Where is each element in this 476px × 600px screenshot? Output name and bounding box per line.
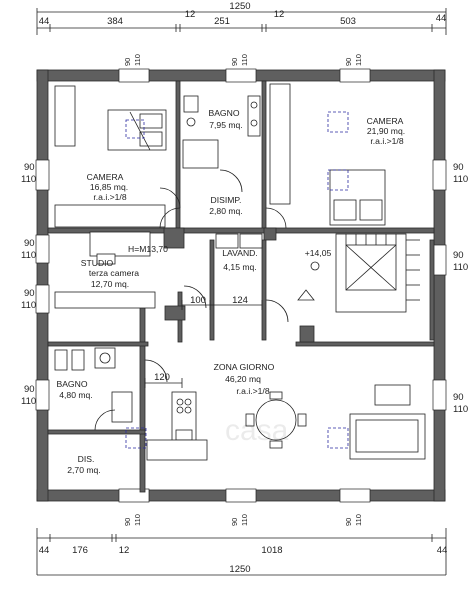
stairs [297,233,420,313]
win-top-2-a: 90 [230,58,239,66]
bed-right [269,83,386,226]
win-left-2-a: 90 [24,238,35,249]
room-zona-giorno-name: ZONA GIORNO [214,362,275,372]
sofa [125,384,426,460]
bed-left [107,109,167,151]
dim-120: 120 [154,372,170,383]
room-camera-left-name: CAMERA [87,172,124,182]
dim-100: 100 [190,295,206,306]
top-dimension-lines [36,8,447,35]
dim-124: 124 [232,295,248,306]
win-bottom-1-a: 90 [123,518,132,526]
laundry-fixtures [215,233,263,249]
dim-top-seg-5: 12 [274,9,285,20]
room-studio-sub: terza camera [89,268,139,278]
doors [94,169,289,431]
level-annotation: +14,05 [305,248,332,258]
win-left-1-a: 90 [24,162,35,173]
interior-walls [47,80,435,493]
room-disimp-area: 2,80 mq. [209,206,242,216]
kitchen-fixtures [146,391,208,461]
dim-top-seg-3: 12 [185,9,196,20]
win-left-4-a: 90 [24,384,35,395]
room-lavand-name: LAVAND. [222,248,258,258]
wardrobe-left [54,85,166,228]
win-right-2-a: 90 [453,250,464,261]
win-right-1-a: 90 [453,162,464,173]
win-left-2-b: 110 [21,250,36,261]
bath-bottom-fixtures [54,347,133,423]
win-bottom-2-a: 90 [230,518,239,526]
win-top-3-a: 90 [344,58,353,66]
room-studio-name: STUDIO [81,258,114,268]
room-bagno-top-area: 7,95 mq. [209,120,242,130]
dim-top-seg-2: 384 [107,16,123,27]
win-left-4-b: 110 [21,396,36,407]
win-top-3-b: 110 [354,54,363,66]
win-left-3-b: 110 [21,300,36,311]
studio-desk [54,231,156,309]
win-bottom-3-b: 110 [354,514,363,526]
dim-top-seg-7: 44 [436,13,447,24]
room-bagno-bottom-name: BAGNO [56,379,87,389]
win-left-1-b: 110 [21,174,36,185]
dim-bottom-total: 1250 [229,564,250,575]
win-left-3-a: 90 [24,288,35,299]
room-camera-right-name: CAMERA [367,116,404,126]
win-right-3-b: 110 [453,404,468,415]
bath-top-fixtures [182,95,261,169]
dim-top-seg-1: 44 [39,16,50,27]
win-bottom-2-b: 110 [240,514,249,526]
win-right-2-b: 110 [453,262,468,273]
win-top-1-a: 90 [123,58,132,66]
room-dis-area: 2,70 mq. [67,465,100,475]
dim-bottom-seg-2: 176 [72,545,88,556]
dining-table [245,391,307,449]
dim-top-seg-6: 503 [340,16,356,27]
room-dis-name: DIS. [78,454,95,464]
room-camera-left-area: 16,85 mq. [90,182,128,192]
room-zona-giorno-area: 46,20 mq [225,374,261,384]
dim-bottom-seg-5: 44 [437,545,448,556]
room-camera-right-area: 21,90 mq. [367,126,405,136]
win-right-1-b: 110 [453,174,468,185]
win-top-2-b: 110 [240,54,249,66]
room-zona-giorno-rai: r.a.i.>1/8 [236,386,269,396]
room-disimp-name: DISIMP. [211,195,242,205]
room-lavand-area: 4,15 mq. [223,262,256,272]
dim-bottom-seg-3: 12 [119,545,130,556]
bottom-dimension-lines [36,528,447,576]
room-studio-area: 12,70 mq. [91,279,129,289]
room-camera-left-rai: r.a.i.>1/8 [93,192,126,202]
win-bottom-1-b: 110 [133,514,142,526]
dim-bottom-seg-1: 44 [39,545,50,556]
dim-top-total: 1250 [229,1,250,12]
room-bagno-top-name: BAGNO [208,108,239,118]
win-bottom-3-a: 90 [344,518,353,526]
room-camera-right-rai: r.a.i.>1/8 [370,136,403,146]
dim-top-seg-4: 251 [214,16,230,27]
watermark: casa [225,414,289,447]
height-annotation: H=M13,70 [128,244,168,254]
dim-bottom-seg-4: 1018 [261,545,282,556]
win-right-3-a: 90 [453,392,464,403]
room-bagno-bottom-area: 4,80 mq. [59,390,92,400]
win-top-1-b: 110 [133,54,142,66]
windows [35,68,447,503]
